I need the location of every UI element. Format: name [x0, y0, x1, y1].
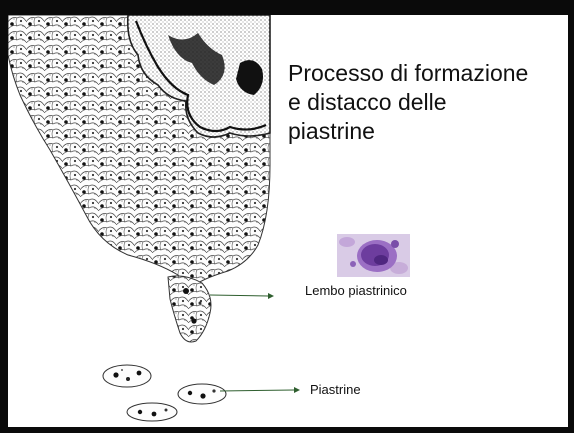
megakaryocyte-micrograph-icon	[337, 234, 410, 277]
megakaryocyte-drawing	[8, 15, 300, 422]
arrow-icon	[219, 387, 300, 393]
slide-title: Processo di formazione e distacco delle …	[288, 60, 529, 144]
platelet-lobe	[167, 275, 212, 343]
label-piastrine: Piastrine	[310, 382, 361, 397]
slide: Processo di formazione e distacco delle …	[8, 15, 568, 427]
nucleus-region	[126, 15, 271, 138]
label-lembo-piastrinico: Lembo piastrinico	[305, 283, 407, 298]
arrow-icon	[209, 293, 274, 299]
platelet-1	[102, 364, 152, 388]
platelet-3	[126, 402, 178, 422]
platelet-2	[177, 383, 227, 405]
